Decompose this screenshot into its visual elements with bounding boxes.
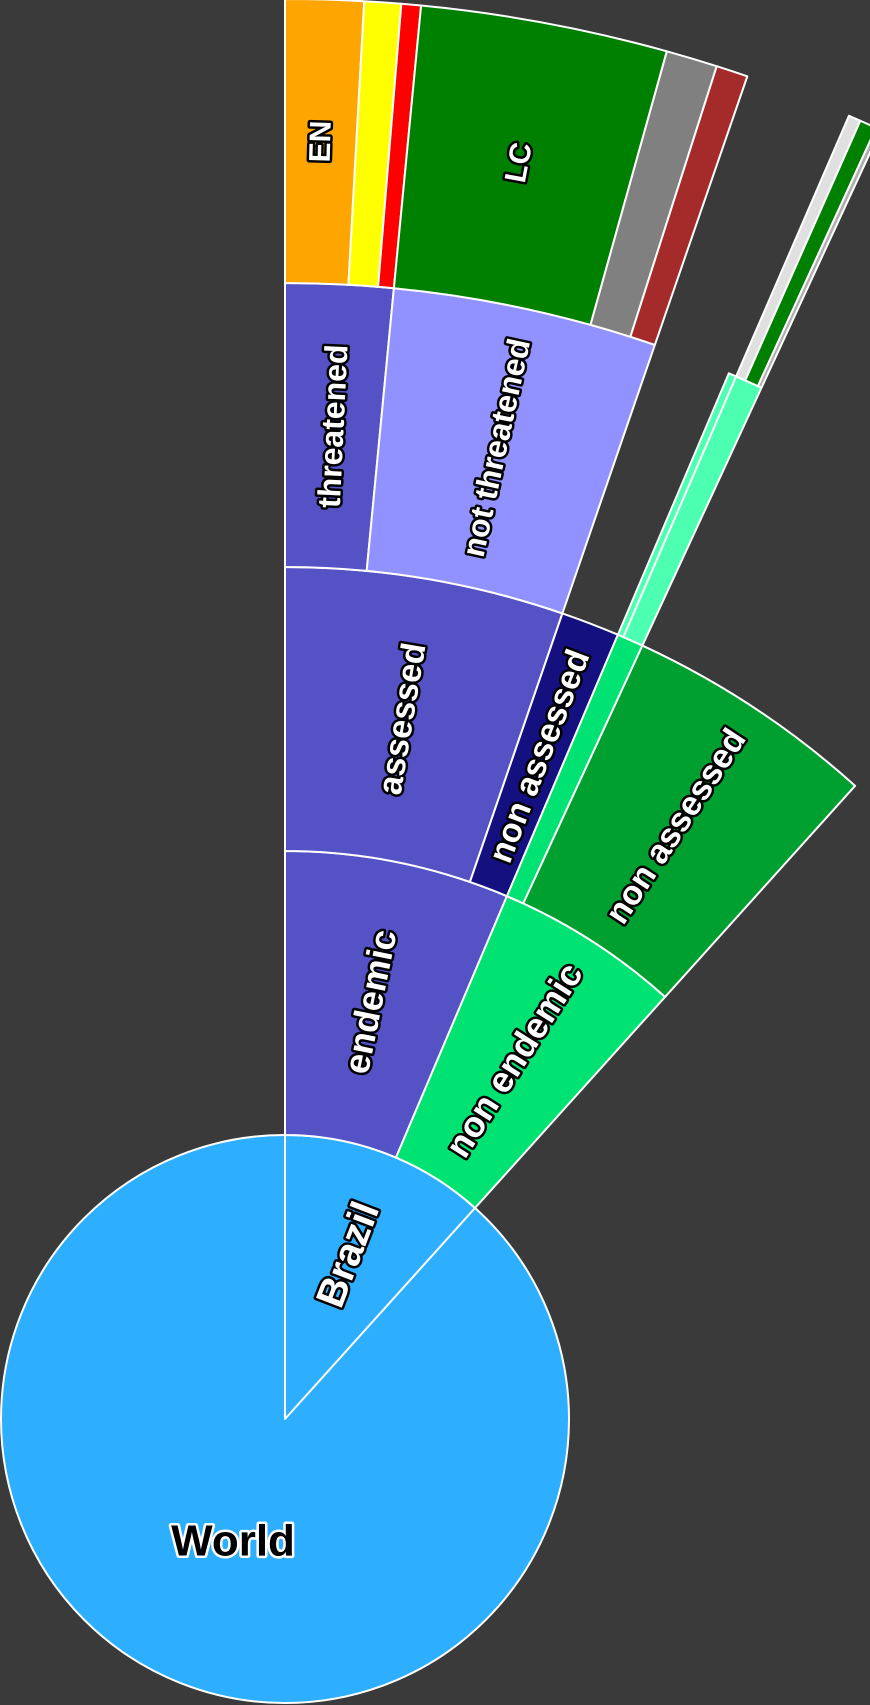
label-world: World [171,1517,295,1566]
segment-non-endemic-non-assessed[interactable] [522,644,857,998]
segment-non-endemic-dd[interactable] [756,128,870,389]
segment-dd[interactable] [629,65,749,346]
label-en: EN [304,120,338,163]
